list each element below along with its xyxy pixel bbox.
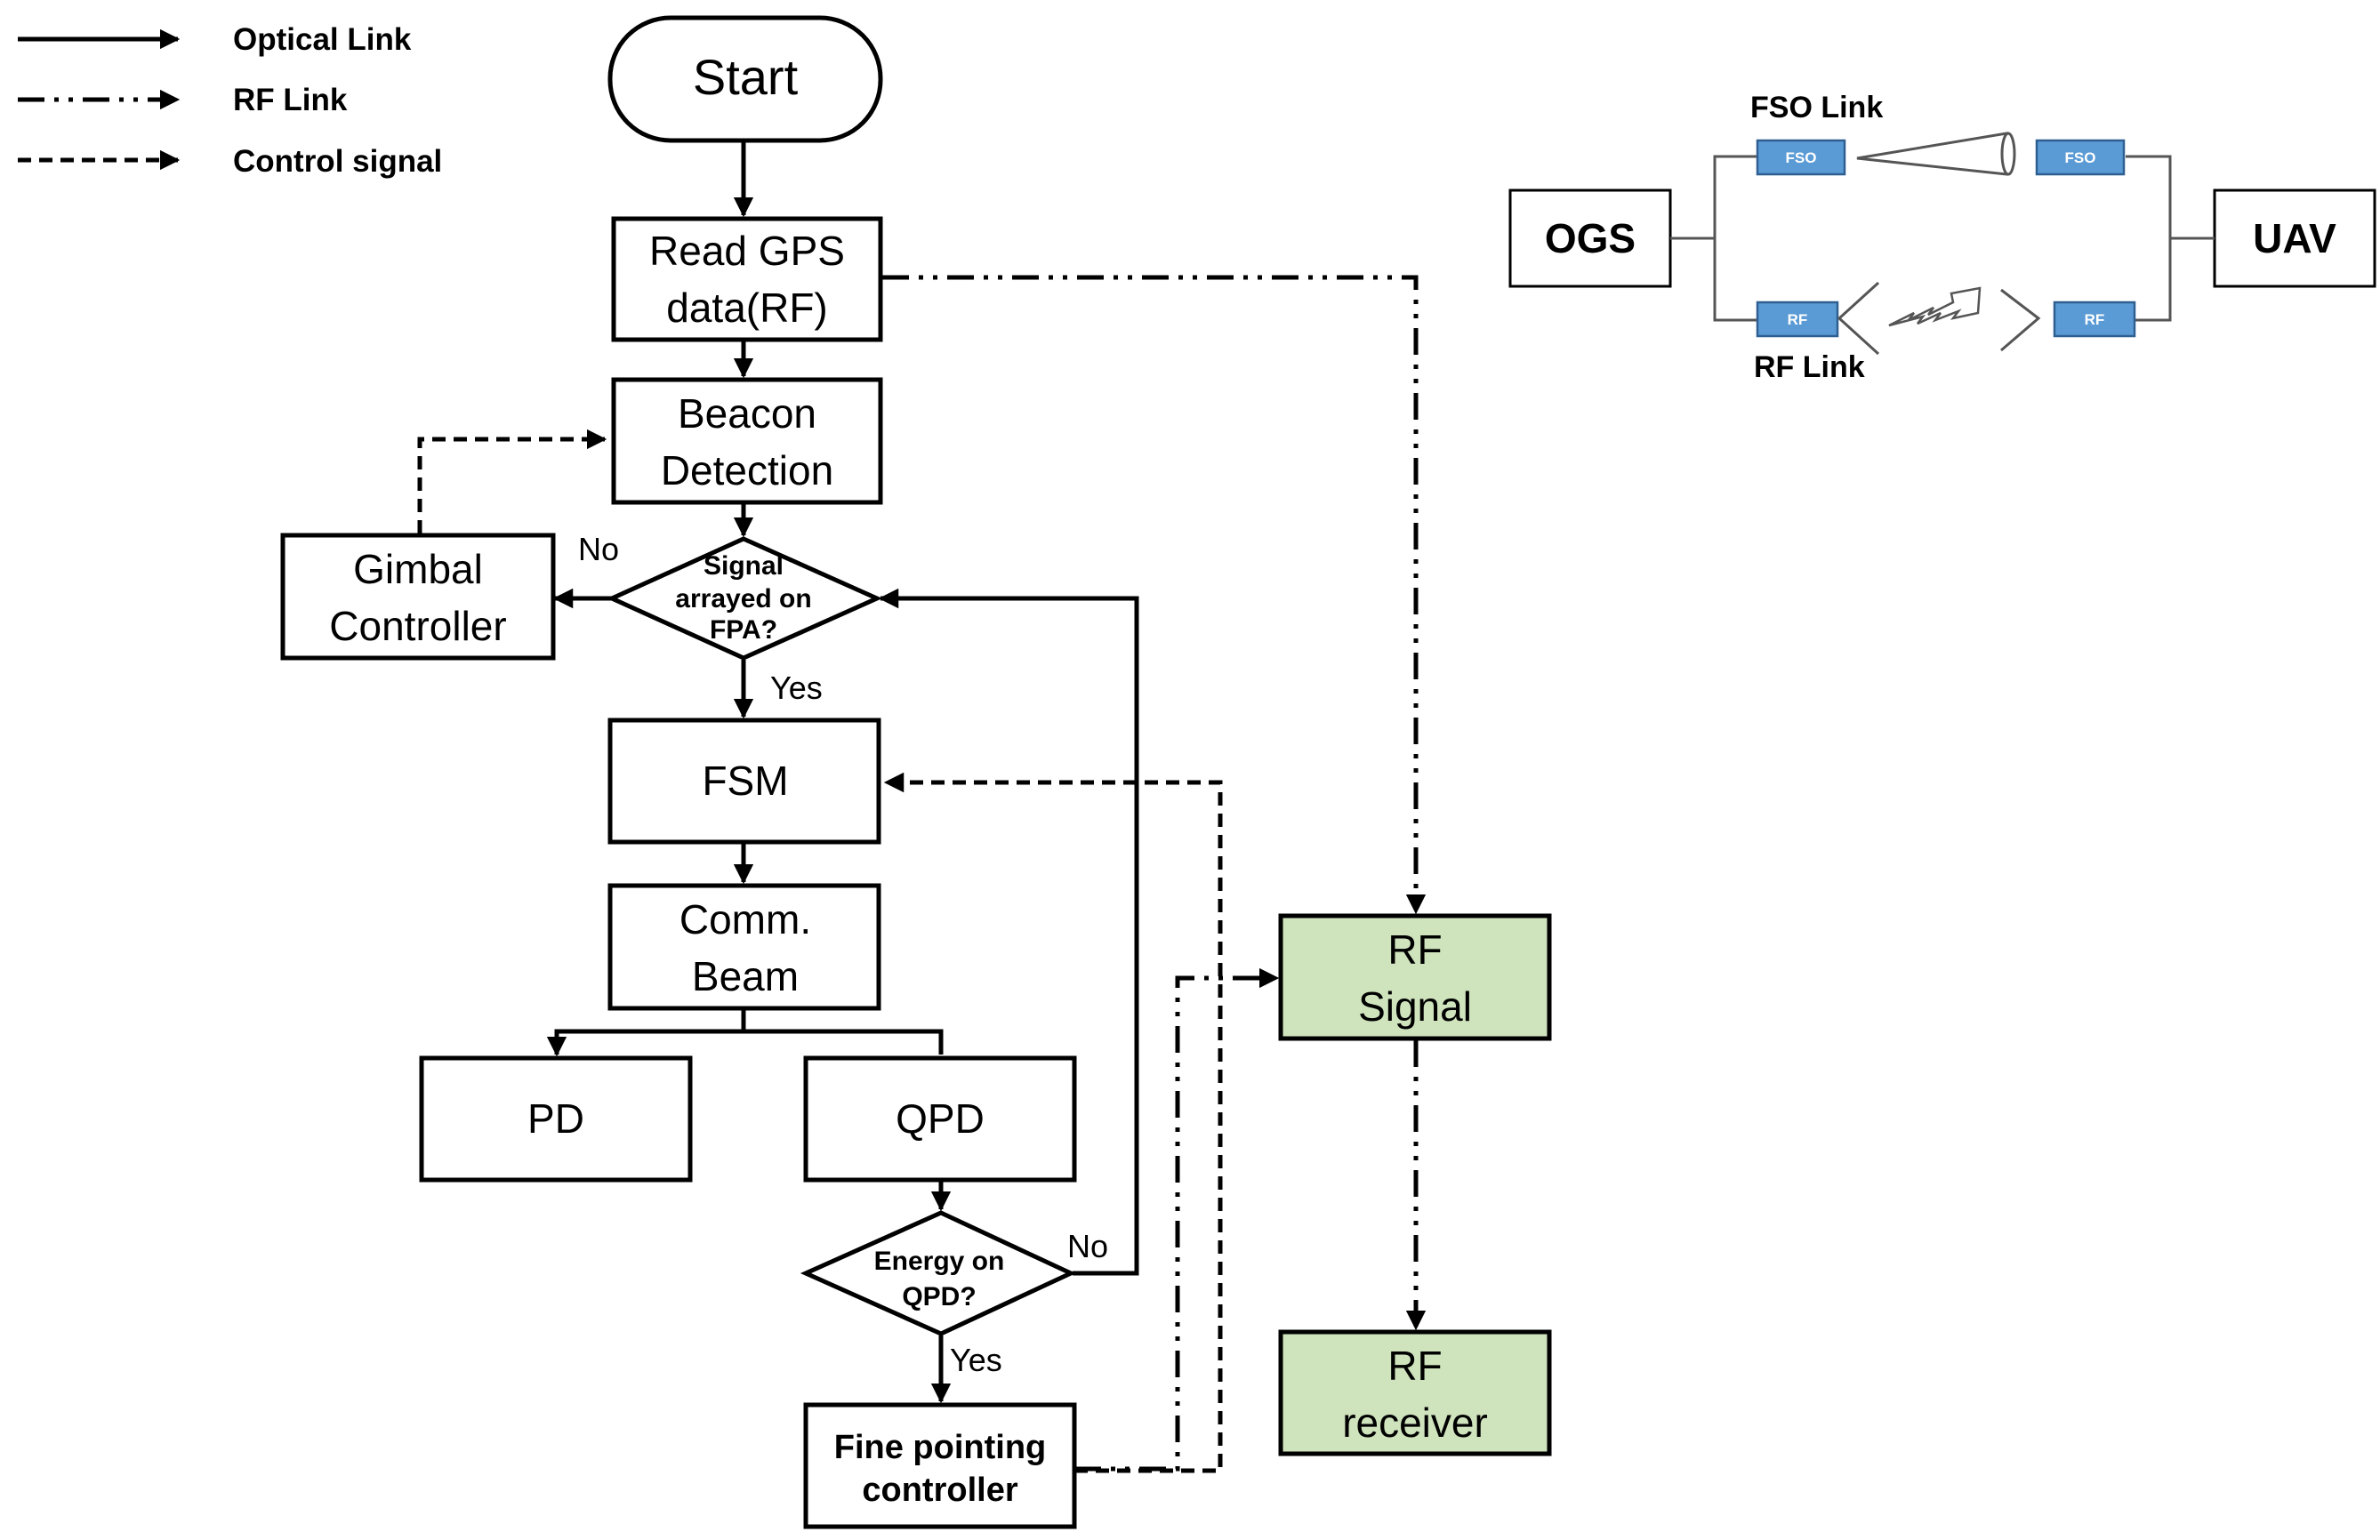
fso-tag-right-label: FSO [2065, 149, 2096, 166]
gimbal-line2: Controller [329, 603, 506, 649]
optical-connectors [546, 142, 1139, 1404]
no-label-energy: No [1067, 1228, 1108, 1264]
yes-label-signal: Yes [770, 670, 823, 706]
uav-box: UAV [2213, 188, 2376, 288]
control-connectors [417, 429, 1223, 1473]
comm-beam-line2: Beam [692, 953, 799, 999]
energy-decision-line2: QPD? [902, 1282, 976, 1311]
pd-label: PD [527, 1095, 584, 1142]
read-gps-line2: data(RF) [666, 285, 827, 331]
rf-signal-box: RF Signal [1278, 913, 1552, 1041]
rf-tag-left-label: RF [1788, 311, 1808, 328]
signal-decision-line1: Signal [704, 551, 784, 581]
fso-tag-right [2035, 139, 2126, 176]
rf-antenna-icon [1837, 281, 2041, 356]
fsm-label: FSM [702, 758, 788, 804]
yes-label-energy: Yes [950, 1342, 1002, 1378]
fso-tag-left [1756, 139, 1846, 176]
rf-receiver-line1: RF [1387, 1343, 1442, 1389]
legend-rf-label: RF Link [233, 83, 348, 117]
fine-pointing-box: Fine pointing controller [803, 1402, 1077, 1529]
beacon-line2: Detection [661, 447, 833, 493]
comm-beam-box: Comm. Beam [607, 883, 881, 1011]
link-inset: OGS UAV FSO FSO RF RF FSO [1508, 91, 2376, 384]
read-gps-box: Read GPS data(RF) [611, 216, 883, 342]
fine-pointing-line2: controller [862, 1472, 1017, 1509]
comm-beam-line1: Comm. [679, 896, 811, 942]
qpd-box: QPD [803, 1055, 1077, 1183]
fso-beam-icon [1856, 132, 2016, 176]
legend-control-label: Control signal [233, 144, 442, 179]
uav-label: UAV [2253, 215, 2336, 261]
signal-decision-line3: FPA? [710, 615, 777, 645]
legend-optical-label: Optical Link [233, 22, 412, 57]
ogs-box: OGS [1508, 188, 1672, 288]
rf-tag-left [1756, 301, 1839, 338]
read-gps-line1: Read GPS [649, 228, 845, 274]
beacon-detection-box: Beacon Detection [611, 377, 883, 505]
start-label: Start [693, 49, 799, 105]
fine-pointing-line1: Fine pointing [834, 1429, 1047, 1466]
rf-receiver-box: RF receiver [1278, 1329, 1552, 1456]
beacon-line1: Beacon [678, 390, 816, 437]
gimbal-line1: Gimbal [353, 546, 483, 592]
rf-tag-right-label: RF [2085, 311, 2105, 328]
start-node: Start [607, 15, 883, 143]
fso-tag-left-label: FSO [1786, 149, 1817, 166]
signal-decision: Signal arrayed on FPA? [606, 536, 883, 661]
pd-box: PD [419, 1055, 693, 1183]
gimbal-controller-box: Gimbal Controller [280, 533, 556, 661]
rf-tag-right [2053, 301, 2136, 338]
signal-decision-line2: arrayed on [675, 584, 811, 614]
fso-link-label: FSO Link [1750, 91, 1883, 124]
qpd-label: QPD [896, 1095, 985, 1142]
energy-decision-line1: Energy on [874, 1247, 1005, 1276]
rf-signal-line2: Signal [1358, 983, 1472, 1030]
fsm-box: FSM [607, 718, 881, 845]
rf-signal-line1: RF [1387, 926, 1442, 973]
energy-decision: Energy on QPD? [800, 1210, 1076, 1336]
rf-link-label: RF Link [1754, 350, 1865, 384]
legend: Optical Link RF Link Control signal [18, 22, 442, 179]
no-label-signal: No [578, 531, 619, 567]
rf-receiver-line2: receiver [1342, 1400, 1488, 1446]
ogs-label: OGS [1545, 215, 1636, 261]
